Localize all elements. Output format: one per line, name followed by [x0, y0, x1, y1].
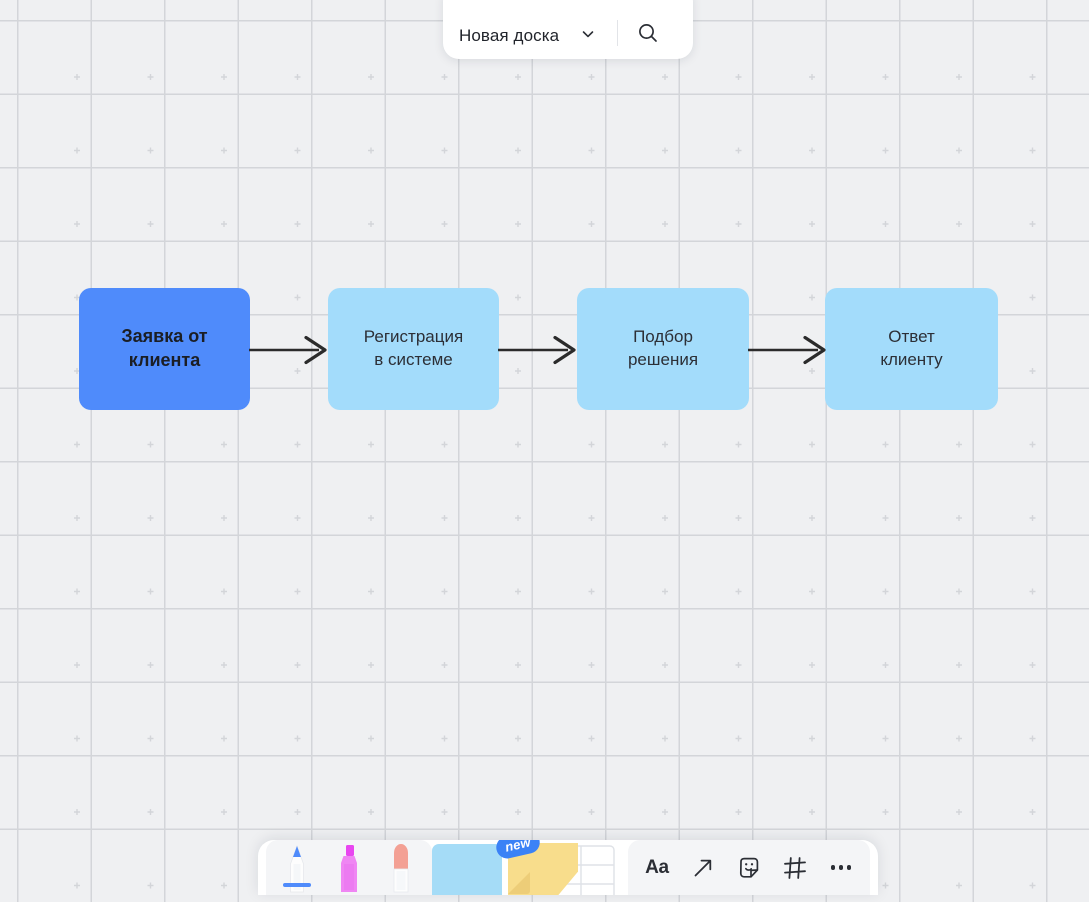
highlighter-tool[interactable]	[324, 840, 374, 895]
arrow-tool[interactable]	[682, 840, 724, 895]
sticker-face-icon	[739, 857, 759, 878]
sticky-note-icon	[432, 844, 502, 895]
flow-node-3-label: Подбор решения	[627, 327, 699, 369]
flow-node-3[interactable]: Подбор решения	[577, 288, 749, 410]
text-tool-label: Aa	[645, 856, 669, 878]
flow-connector-3[interactable]	[748, 334, 827, 366]
flow-node-2-label: Регистрация в системе	[363, 327, 464, 369]
sticker-tool[interactable]	[728, 840, 770, 895]
arrow-up-right-icon	[694, 859, 712, 876]
board-title-bar[interactable]: Новая доска	[443, 0, 693, 59]
text-tool[interactable]: Aa	[636, 840, 678, 895]
bottom-toolbar[interactable]: new Aa	[258, 840, 878, 895]
flow-node-4-label: Ответ клиенту	[880, 327, 943, 369]
eraser-tool[interactable]	[376, 840, 426, 895]
toolbar-divider	[617, 20, 619, 46]
flow-connector-2[interactable]	[498, 334, 577, 366]
pen-tool[interactable]	[272, 840, 322, 895]
object-tools-group: Aa	[628, 840, 870, 895]
highlighter-icon	[341, 845, 357, 892]
sticky-note-yellow-tool[interactable]: new	[494, 840, 578, 895]
frame-icon	[784, 856, 806, 879]
flow-node-2[interactable]: Регистрация в системе	[328, 288, 499, 410]
eraser-icon	[393, 844, 409, 893]
sticky-note-blue-tool[interactable]	[432, 844, 502, 895]
frame-tool[interactable]	[774, 840, 816, 895]
search-icon[interactable]	[634, 19, 662, 47]
more-tool[interactable]	[820, 840, 862, 895]
more-horizontal-icon	[830, 865, 852, 870]
flow-node-1-label: Заявка от клиента	[121, 326, 208, 370]
flow-node-4[interactable]: Ответ клиенту	[825, 288, 998, 410]
drawing-tools-group	[266, 840, 432, 895]
flow-connector-1[interactable]	[249, 334, 328, 366]
chevron-down-icon[interactable]	[575, 21, 601, 47]
pen-selected-indicator	[283, 883, 311, 887]
page-title: Новая доска	[459, 26, 560, 45]
flow-node-1[interactable]: Заявка от клиента	[79, 288, 250, 410]
